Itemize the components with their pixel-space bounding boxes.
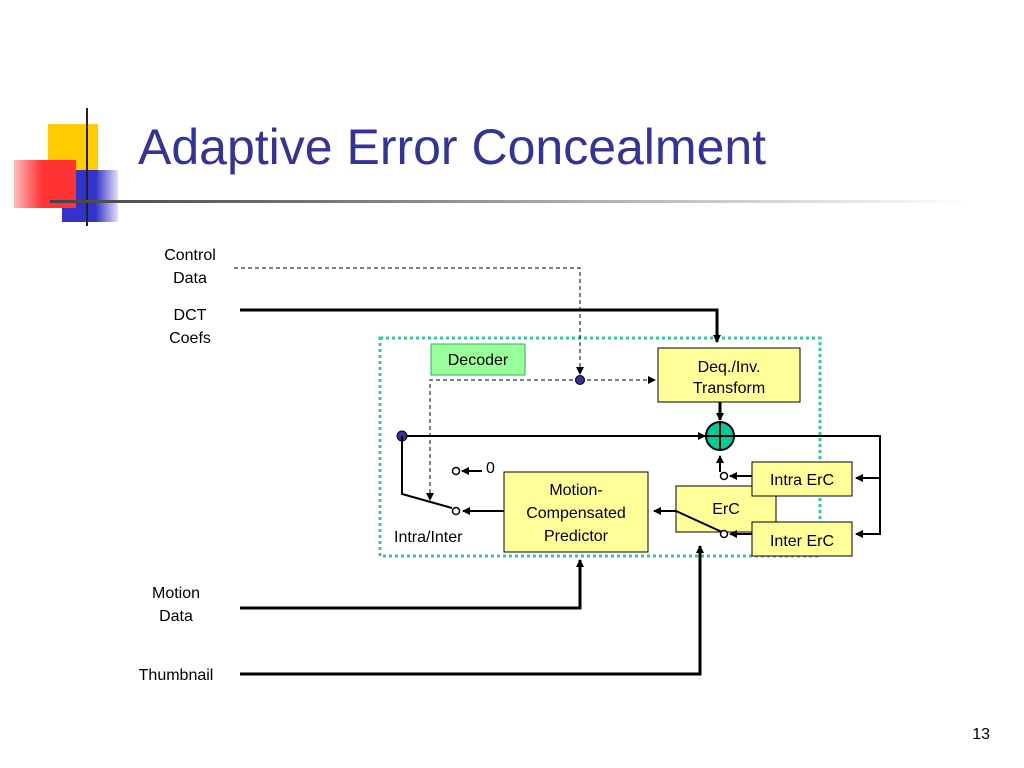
slide-title: Adaptive Error Concealment (138, 119, 767, 175)
control-data-label-1: Control (164, 247, 216, 264)
control-data-label-2: Data (173, 270, 207, 287)
erc-contact-intra (719, 471, 729, 481)
page-number: 13 (972, 726, 990, 743)
thumbnail-line (240, 545, 704, 676)
switch-contact-zero (451, 466, 461, 476)
motion-data-label-2: Data (159, 608, 193, 625)
title-underline (50, 200, 970, 203)
dct-coefs-line (240, 308, 721, 343)
control-to-switch-line (426, 379, 580, 501)
deco-vertical-line (86, 108, 88, 226)
adder-plus (706, 422, 734, 450)
inter-erc-block (751, 521, 853, 557)
thumbnail-label: Thumbnail (139, 667, 214, 684)
decoder-label-box (430, 343, 526, 376)
deq-transform-label-2: Transform (693, 380, 765, 397)
switch-lever (401, 436, 453, 509)
deq-transform-block (657, 347, 801, 403)
motion-predictor-label-3: Predictor (544, 528, 609, 545)
decoder-region (378, 336, 822, 558)
dct-coefs-label-1: DCT (174, 307, 207, 324)
motion-predictor-label-2: Compensated (526, 505, 626, 522)
intra-erc-label: Intra ErC (770, 472, 834, 489)
zero-label: 0 (486, 460, 495, 477)
motion-data-line (240, 559, 584, 610)
motion-data-label-1: Motion (152, 585, 200, 602)
dct-coefs-label-2: Coefs (169, 330, 211, 347)
motion-predictor-block (503, 471, 649, 553)
deq-transform-label-1: Deq./Inv. (698, 359, 761, 376)
title-decoration (10, 108, 150, 228)
feedback-loop-line (734, 435, 881, 538)
intra-inter-label: Intra/Inter (394, 529, 463, 546)
erc-switch-lever (675, 510, 723, 533)
control-data-line (234, 267, 584, 375)
decoder-label: Decoder (448, 352, 509, 369)
erc-label: ErC (712, 501, 740, 518)
switch-contact-predictor (451, 506, 461, 516)
control-node (575, 375, 585, 385)
intra-erc-block (751, 461, 853, 497)
erc-contact-inter (719, 529, 729, 539)
inter-erc-label: Inter ErC (770, 533, 834, 550)
motion-predictor-label-1: Motion- (549, 482, 602, 499)
